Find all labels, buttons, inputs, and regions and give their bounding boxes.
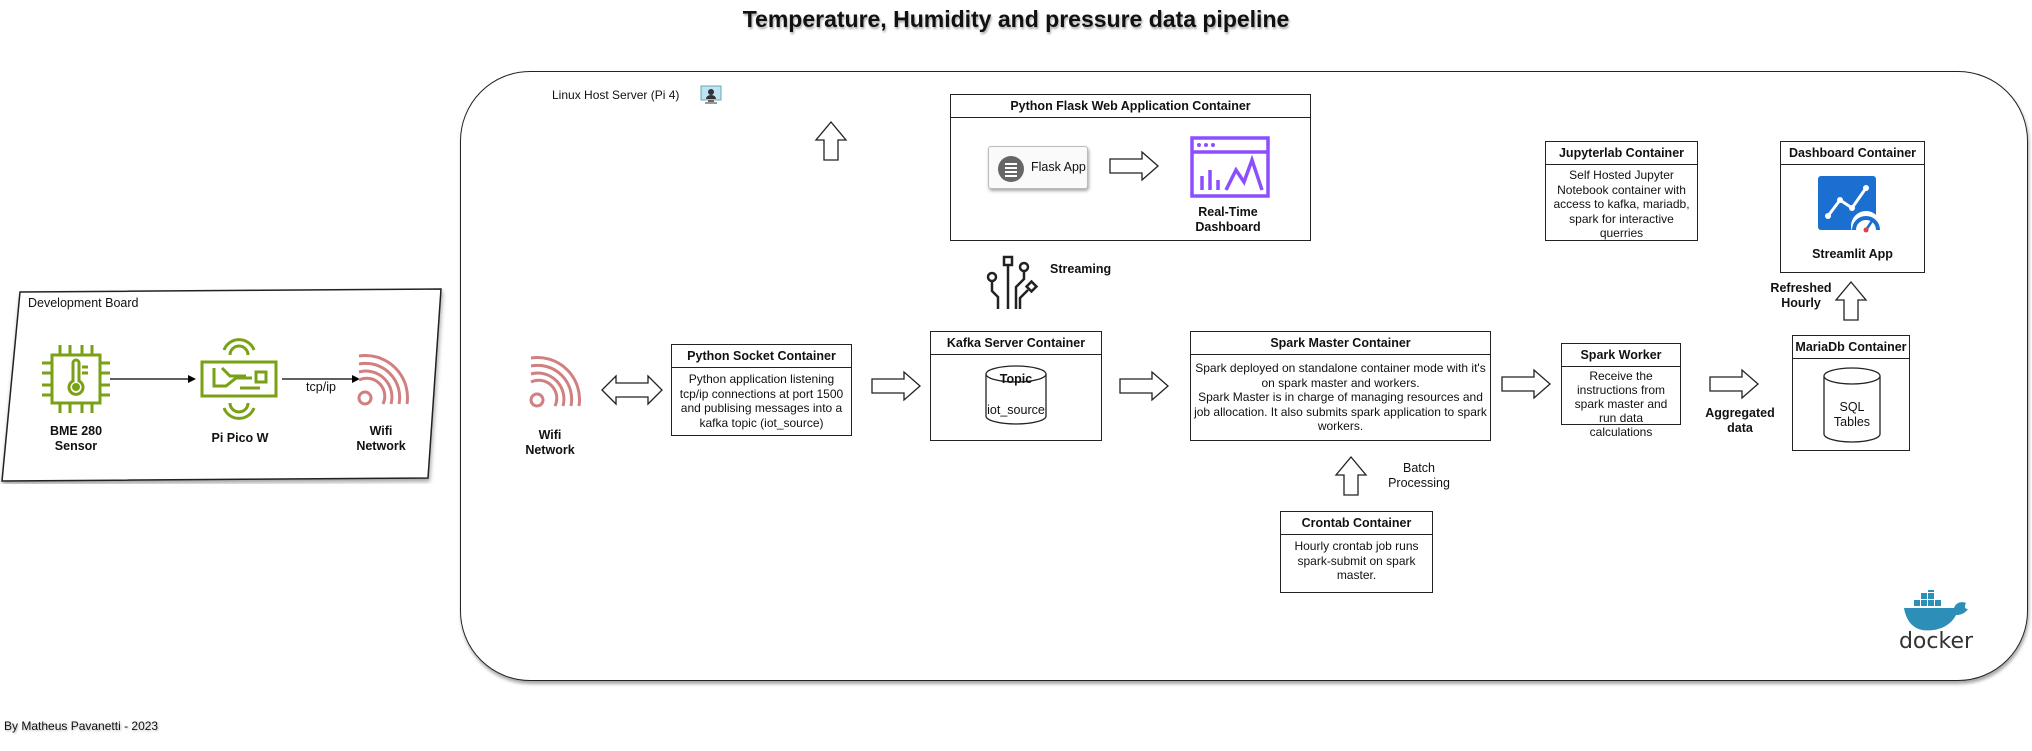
flask-app-label: Flask App — [1031, 160, 1086, 174]
streaming-icon — [986, 255, 1039, 309]
sensor-label: BME 280 Sensor — [49, 424, 103, 453]
spark-master-container: Spark Master Container Spark deployed on… — [1190, 331, 1491, 441]
refreshed-hourly-label: Refreshed Hourly — [1770, 281, 1832, 310]
host-server-label: Linux Host Server (Pi 4) — [552, 88, 680, 102]
kafka-topic-cylinder — [985, 365, 1047, 425]
mariadb-title: MariaDb Container — [1793, 336, 1909, 359]
right-arrow-worker-mariadb — [1709, 368, 1759, 400]
crontab-container: Crontab Container Hourly crontab job run… — [1280, 511, 1433, 593]
spark-worker-body: Receive the instructions from spark mast… — [1574, 369, 1668, 439]
spark-worker-container: Spark Worker Receive the instructions fr… — [1561, 343, 1681, 439]
python-socket-container: Python Socket Container Python applicati… — [671, 344, 852, 436]
host-wifi-label: Wifi Network — [525, 428, 575, 457]
sensor-chip-icon — [42, 345, 110, 413]
pi-pico-label: Pi Pico W — [211, 431, 269, 445]
kafka-container-title: Kafka Server Container — [931, 332, 1101, 355]
socket-container-title: Python Socket Container — [672, 345, 851, 368]
page-title: Temperature, Humidity and pressure data … — [742, 6, 1290, 32]
wifi-icon — [357, 354, 409, 406]
author-credit: By Matheus Pavanetti - 2023 — [4, 719, 159, 733]
development-board-title: Development Board — [28, 296, 139, 310]
spark-worker-title: Spark Worker — [1562, 344, 1680, 367]
jupyterlab-body: Self Hosted Jupyter Notebook container w… — [1553, 168, 1690, 240]
bidirectional-arrow — [601, 374, 663, 406]
docker-wordmark: docker — [1898, 629, 1974, 654]
dashboard-container-title: Dashboard Container — [1781, 142, 1924, 165]
jupyterlab-container: Jupyterlab Container Self Hosted Jupyter… — [1545, 141, 1698, 241]
flask-app-icon — [998, 156, 1024, 182]
sql-tables-label: SQL Tables — [1833, 400, 1871, 429]
pi-pico-board-icon — [200, 338, 278, 420]
monitor-icon — [700, 85, 722, 104]
right-arrow-socket-kafka — [871, 370, 921, 402]
up-arrow-mariadb-dashboard — [1834, 280, 1868, 321]
up-arrow-crontab-spark — [1334, 455, 1368, 496]
dev-board-arrows — [110, 375, 360, 383]
tcp-ip-label: tcp/ip — [306, 380, 336, 394]
kafka-topic-title: Topic — [999, 372, 1033, 386]
sql-tables-cylinder — [1823, 367, 1881, 443]
aggregated-data-label: Aggregated data — [1705, 406, 1775, 435]
right-arrow-flask-dashboard — [1109, 150, 1159, 182]
realtime-dashboard-label: Real-Time Dashboard — [1195, 205, 1261, 234]
docker-whale-icon — [1904, 590, 1968, 631]
socket-container-body: Python application listening tcp/ip conn… — [679, 372, 844, 430]
linux-host-server-frame — [460, 71, 2028, 681]
host-wifi-icon — [529, 356, 581, 408]
spark-master-title: Spark Master Container — [1191, 332, 1490, 355]
crontab-body: Hourly crontab job runs spark-submit on … — [1294, 539, 1419, 582]
right-arrow-spark-worker — [1501, 368, 1551, 400]
crontab-title: Crontab Container — [1281, 512, 1432, 535]
dev-wifi-label: Wifi Network — [356, 424, 406, 453]
kafka-topic-name: iot_source — [987, 403, 1045, 417]
flask-container-title: Python Flask Web Application Container — [951, 95, 1310, 118]
batch-processing-label: Batch Processing — [1388, 461, 1450, 490]
streamlit-app-icon — [1818, 176, 1881, 241]
streamlit-app-label: Streamlit App — [1812, 247, 1893, 261]
spark-master-body: Spark deployed on standalone container m… — [1194, 361, 1487, 433]
right-arrow-kafka-spark — [1119, 370, 1169, 402]
realtime-dashboard-icon — [1190, 136, 1270, 198]
up-arrow-hollow — [814, 120, 848, 161]
streaming-label: Streaming — [1050, 262, 1112, 276]
flask-app-card: Flask App — [988, 146, 1088, 189]
jupyterlab-title: Jupyterlab Container — [1546, 142, 1697, 165]
